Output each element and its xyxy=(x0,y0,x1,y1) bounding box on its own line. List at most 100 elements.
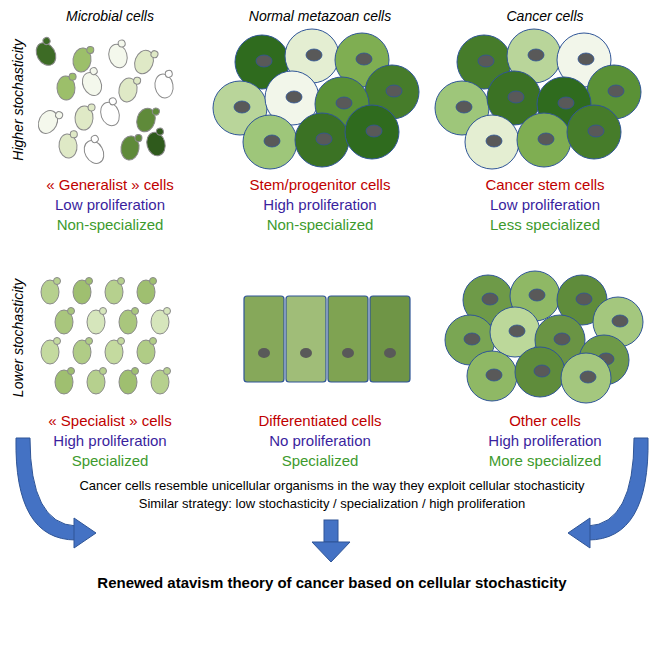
nucleus xyxy=(286,91,302,103)
nucleus xyxy=(316,133,332,145)
yeast-bud xyxy=(90,134,100,144)
nucleus xyxy=(612,315,628,327)
yeast-bud xyxy=(54,338,61,345)
yeast-bud xyxy=(88,104,95,111)
epithelial-cell xyxy=(328,296,368,382)
nucleus xyxy=(558,97,574,109)
cell-type: Cancer stem cells xyxy=(485,176,604,194)
epithelial-cell xyxy=(286,296,326,382)
yeast-bud xyxy=(150,338,157,345)
nucleus xyxy=(608,85,624,97)
cell xyxy=(515,347,565,397)
nucleus xyxy=(256,55,272,67)
yeast-bud xyxy=(164,308,171,315)
cell-type: Other cells xyxy=(509,412,581,430)
epithelial-cell xyxy=(370,296,410,382)
yeast-bud xyxy=(150,50,159,59)
nucleus xyxy=(456,101,472,113)
yeast-bud xyxy=(152,107,161,116)
nucleus xyxy=(300,348,312,358)
yeast-cell xyxy=(144,130,168,158)
specialization: Less specialized xyxy=(490,216,600,234)
specialization: Specialized xyxy=(282,452,359,470)
yeast-bud xyxy=(42,36,52,46)
cell xyxy=(561,353,611,403)
specialization: Non-specialized xyxy=(57,216,164,234)
nucleus xyxy=(386,85,402,97)
yeast-bud xyxy=(135,134,143,142)
column-header: Cancer cells xyxy=(506,8,583,25)
yeast-bud xyxy=(118,338,125,345)
cell xyxy=(295,113,349,167)
epithelial-cell xyxy=(244,296,284,382)
nucleus xyxy=(576,293,592,305)
cell xyxy=(243,115,297,169)
cell xyxy=(567,105,621,159)
nucleus xyxy=(528,49,544,61)
cell-type: Stem/progenitor cells xyxy=(250,176,391,194)
yeast-bud xyxy=(86,338,93,345)
nucleus xyxy=(529,289,545,301)
specialization: Specialized xyxy=(72,452,149,470)
yeast-bud xyxy=(117,39,126,48)
yeast-bud xyxy=(133,77,141,85)
yeast-bud xyxy=(132,308,139,315)
nucleus xyxy=(588,125,604,137)
yeast-bud xyxy=(100,368,107,375)
arrow-shaft xyxy=(324,520,338,542)
yeast-bud xyxy=(70,130,78,138)
nucleus xyxy=(534,365,550,377)
cell xyxy=(465,115,519,169)
yeast-bud xyxy=(89,66,98,75)
proliferation: Low proliferation xyxy=(55,196,165,214)
cell-type: Differentiated cells xyxy=(258,412,381,430)
nucleus xyxy=(482,293,498,305)
yeast-bud xyxy=(68,308,75,315)
nucleus xyxy=(336,97,352,109)
nucleus xyxy=(509,325,525,337)
nucleus xyxy=(234,101,250,113)
yeast-bud xyxy=(150,278,157,285)
nucleus xyxy=(554,333,570,345)
summary-text: Similar strategy: low stochasticity / sp… xyxy=(139,496,526,512)
proliferation: High proliferation xyxy=(488,432,601,450)
conclusion: Renewed atavism theory of cancer based o… xyxy=(97,574,566,592)
cell xyxy=(467,351,517,401)
yeast-bud xyxy=(164,368,171,375)
yeast-bud xyxy=(118,278,125,285)
summary-text: Cancer cells resemble unicellular organi… xyxy=(79,478,584,494)
yeast-cell xyxy=(153,73,175,100)
cell xyxy=(345,105,399,159)
arrow-head xyxy=(312,542,350,562)
cell xyxy=(517,113,571,167)
yeast-bud xyxy=(86,278,93,285)
nucleus xyxy=(356,53,372,65)
yeast-bud xyxy=(69,73,76,80)
nucleus xyxy=(580,371,596,383)
yeast-bud xyxy=(54,111,63,120)
arrow-head xyxy=(568,518,590,548)
row-label: Higher stochasticity xyxy=(10,39,27,160)
yeast-bud xyxy=(132,368,139,375)
nucleus xyxy=(538,133,554,145)
nucleus xyxy=(306,49,322,61)
specialization: Non-specialized xyxy=(267,216,374,234)
yeast-bud xyxy=(100,308,107,315)
proliferation: High proliferation xyxy=(53,432,166,450)
cell-type: « Generalist » cells xyxy=(46,176,174,194)
cell-type: « Specialist » cells xyxy=(48,412,171,430)
nucleus xyxy=(384,348,396,358)
proliferation: No proliferation xyxy=(269,432,371,450)
column-header: Microbial cells xyxy=(66,8,154,25)
row-label: Lower stochasticity xyxy=(10,279,27,397)
yeast-cell xyxy=(106,42,130,70)
yeast-bud xyxy=(86,46,94,54)
yeast-bud xyxy=(156,127,165,136)
specialization: More specialized xyxy=(489,452,602,470)
proliferation: Low proliferation xyxy=(490,196,600,214)
nucleus xyxy=(478,55,494,67)
curved-arrow xyxy=(16,438,76,540)
arrows xyxy=(16,438,648,562)
